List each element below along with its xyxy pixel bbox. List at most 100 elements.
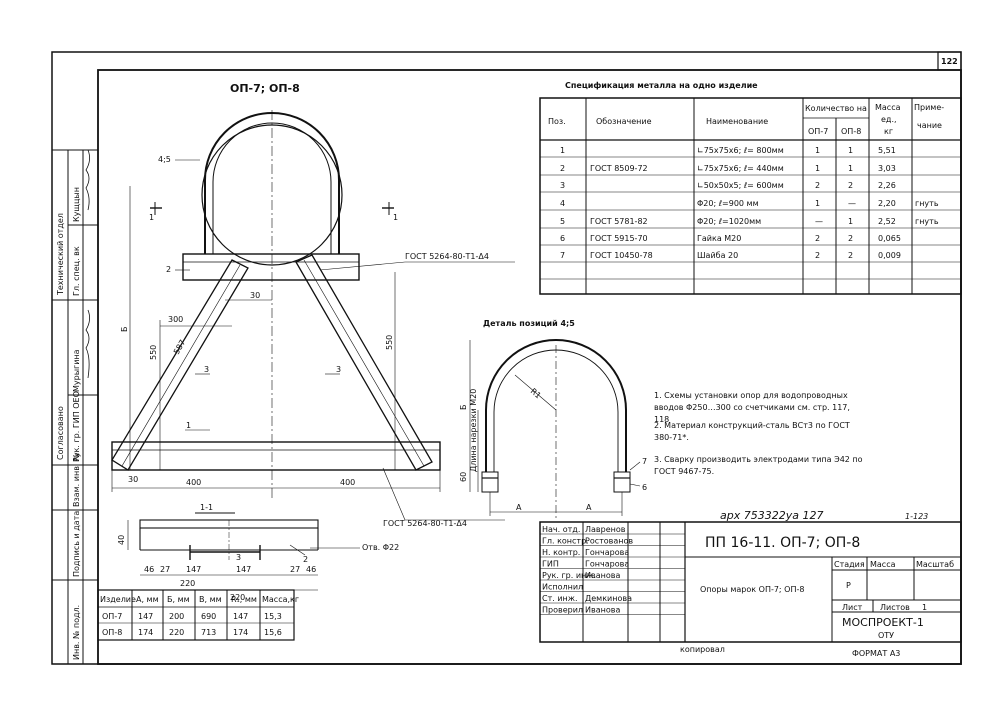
detail-dim-b: Б (459, 405, 468, 411)
detail-pos6: 6 (642, 483, 647, 492)
spec-mass: 2,26 (878, 181, 896, 190)
doc-code: ПП 16-11. ОП-7; ОП-8 (705, 535, 860, 551)
pos3a-label: 3 (204, 365, 209, 374)
spec-name: ∟75x75x6; ℓ= 800мм (697, 146, 784, 155)
dims-header: Б, мм (167, 595, 190, 604)
spec-name: Шайба 20 (697, 251, 738, 260)
inner-frame (97, 69, 962, 665)
dims-cell: 200 (169, 612, 184, 621)
spec-qty-b: 1 (848, 146, 853, 155)
staff-role: Нач. отд. (542, 525, 580, 534)
tb-mass-h: Масса (870, 560, 896, 569)
tb-dept: ОТУ (878, 631, 894, 640)
section-dim-40: 40 (117, 535, 126, 545)
staff-name: Ростованов (585, 537, 633, 546)
pos1-label: 1 (186, 421, 191, 430)
spec-pos: 5 (560, 217, 565, 226)
spec-h-designation: Обозначение (596, 117, 652, 126)
spec-name: ∟50x50x5; ℓ= 600мм (697, 181, 784, 190)
spec-h-mass-3: кг (884, 127, 893, 136)
detail-title: Деталь позиций 4;5 (483, 319, 575, 328)
side-group2-sub2: Мурыгина (72, 349, 81, 392)
staff-name: Гончарова (585, 548, 629, 557)
detail-thread-label: Длина нарезки М20 (469, 389, 478, 472)
side-sign: Подпись и дата (72, 511, 81, 577)
dim-300: 300 (168, 315, 183, 324)
spec-designation: ГОСТ 8509-72 (590, 164, 648, 173)
section-pos3: 3 (236, 553, 241, 562)
dims-cell: 174 (233, 628, 248, 637)
archive-note: арх 753322уа 127 (720, 509, 823, 522)
side-inv: Инв. № подл. (72, 605, 81, 660)
staff-role: Проверил (542, 606, 583, 615)
tb-sheets: 1 (922, 603, 927, 612)
side-group1: Технический отдел (56, 213, 65, 296)
detail-pos7: 7 (642, 457, 647, 466)
sheet-code: 1-123 (905, 512, 928, 521)
dims-cell: 15,3 (264, 612, 282, 621)
note-3: 3. Сварку производить электродами типа Э… (654, 455, 863, 476)
note-2: 2. Материал конструкций-сталь ВСт3 по ГО… (654, 421, 850, 442)
spec-h-qty-b: ОП-8 (841, 127, 861, 136)
dims-header: В, мм (199, 595, 222, 604)
dim-550b: 550 (385, 335, 394, 350)
side-group2-sub1: Рук. гр. ГИП ОЕО (72, 391, 81, 462)
spec-qty-b: — (848, 199, 856, 208)
dims-table (97, 589, 295, 641)
section-mark-right: 1 (393, 213, 398, 222)
spec-h-name: Наименование (706, 117, 768, 126)
spec-qty-a: 2 (815, 251, 820, 260)
side-group1-sub2: Кущцын (72, 187, 81, 222)
spec-note: гнуть (915, 217, 939, 226)
tb-sheet-h: Лист (842, 603, 863, 612)
staff-role: Ст. инж. (542, 594, 578, 603)
signature-mark-2 (85, 309, 90, 379)
staff-role: Гл. констр. (542, 537, 589, 546)
spec-pos: 1 (560, 146, 565, 155)
top-angle (182, 253, 360, 281)
dims-cell: ОП-7 (102, 612, 122, 621)
side-group1-sub1: Гл. спец. вк (72, 246, 81, 296)
drawing-title: ОП-7; ОП-8 (230, 82, 300, 95)
staff-name: Гончарова (585, 560, 629, 569)
side-vzam: Взам. инв. № (72, 452, 81, 507)
right-brace (295, 254, 433, 471)
staff-role: Исполнил (542, 583, 583, 592)
detail-dim-60: 60 (459, 472, 468, 482)
dims-cell: 713 (201, 628, 216, 637)
spec-note: гнуть (915, 199, 939, 208)
section-total-b: 220 (230, 593, 245, 602)
spec-qty-b: 1 (848, 217, 853, 226)
weld-bottom: ГОСТ 5264-80-Т1-Δ4 (383, 519, 467, 528)
dims-header: Масса,кг (262, 595, 299, 604)
spec-qty-b: 2 (848, 251, 853, 260)
dim-550a: 550 (149, 345, 158, 360)
dims-cell: 174 (138, 628, 153, 637)
dims-cell: ОП-8 (102, 628, 122, 637)
spec-name: Φ20; ℓ=900 мм (697, 199, 759, 208)
title-block (539, 521, 962, 643)
dim-400a: 400 (186, 478, 201, 487)
spec-qty-a: 1 (815, 164, 820, 173)
spec-name: Гайка М20 (697, 234, 741, 243)
spec-h-mass-1: Масса (875, 103, 901, 112)
spec-mass: 2,52 (878, 217, 896, 226)
dims-header: Изделие (100, 595, 136, 604)
staff-name: Демкинова (585, 594, 632, 603)
dims-cell: 147 (138, 612, 153, 621)
tb-sheets-h: Листов (880, 603, 910, 612)
spec-designation: ГОСТ 10450-78 (590, 251, 653, 260)
spec-pos: 2 (560, 164, 565, 173)
spec-qty-b: 2 (848, 234, 853, 243)
spec-h-qty-a: ОП-7 (808, 127, 828, 136)
dim-30b: 30 (128, 475, 138, 484)
section-mark-left: 1 (149, 213, 154, 222)
section-dim: 27 (290, 565, 300, 574)
signature-mark-1 (85, 149, 90, 211)
detail-drawing (469, 339, 641, 520)
section-dim: 27 (160, 565, 170, 574)
doc-title: Опоры марок ОП-7; ОП-8 (700, 585, 804, 594)
